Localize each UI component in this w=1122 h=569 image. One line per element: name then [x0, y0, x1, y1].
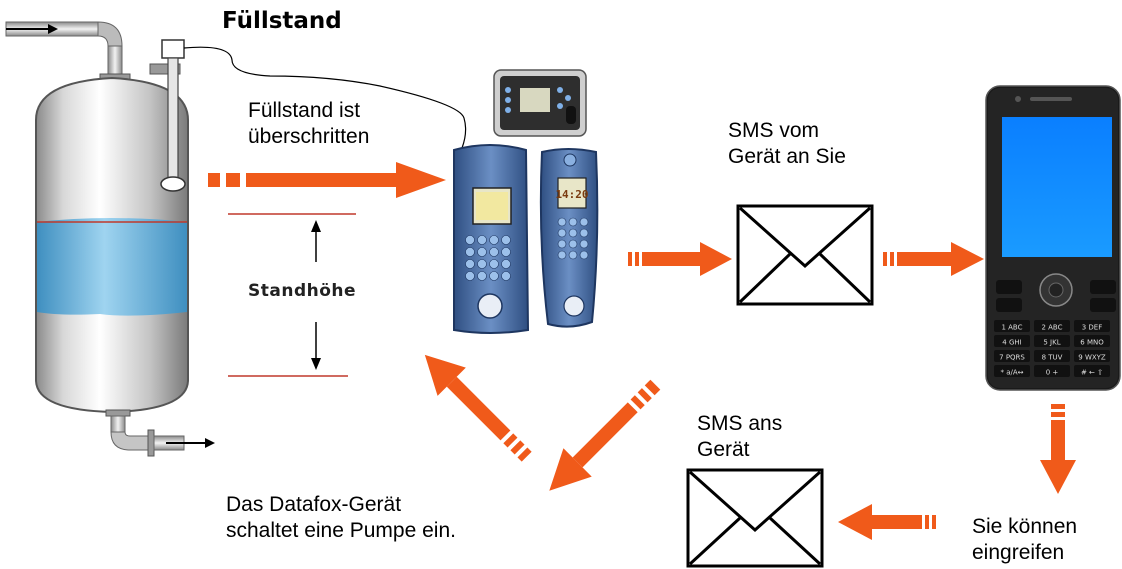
phone-key-label: 2 ABC: [1041, 324, 1062, 332]
device-key: [489, 271, 499, 281]
device-key: [477, 235, 487, 245]
envelope-incoming-icon: [686, 468, 824, 568]
phone-key: [994, 320, 1030, 332]
device-key: [477, 247, 487, 257]
phone-key: [994, 365, 1030, 377]
device-key: [501, 247, 511, 257]
device-key: [579, 239, 589, 249]
device-keypad: [465, 217, 589, 281]
device-key: [501, 259, 511, 269]
device-key: [557, 250, 567, 260]
device-key: [465, 271, 475, 281]
water-level: [37, 218, 187, 316]
arrow-envelope-to-device: [549, 379, 661, 491]
probe-cable: [183, 46, 467, 149]
device-key: [465, 247, 475, 257]
phone-key: [1074, 350, 1110, 362]
device-key: [477, 259, 487, 269]
device-clock: 14:20: [555, 188, 588, 201]
device-key: [465, 259, 475, 269]
datafox-device-side: 14:20: [539, 148, 599, 328]
device-key: [489, 247, 499, 257]
tank: [5, 21, 215, 457]
phone-key: [994, 350, 1030, 362]
phone-keypad: 1 ABC 2 ABC 3 DEF 4 GHI 5 JKL 6 MNO 7 PQRS 8 TU…: [994, 320, 1110, 377]
level-height-marker: [228, 213, 356, 377]
device-key: [477, 271, 487, 281]
arrow-device-to-envelope: [628, 242, 732, 276]
envelope-outgoing-icon: [736, 204, 874, 306]
device-key: [568, 217, 578, 227]
phone-key-label: 1 ABC: [1001, 324, 1022, 332]
phone-key-label: # ← ⇧: [1081, 369, 1103, 377]
device-key: [501, 271, 511, 281]
device-key: [568, 228, 578, 238]
pump-activation-label: Das Datafox-Gerät schaltet eine Pumpe ei…: [226, 493, 456, 542]
sms-to-device-label: SMS ans Gerät: [697, 412, 783, 461]
device-key: [489, 235, 499, 245]
device-key: [557, 217, 567, 227]
phone-key-label: 6 MNO: [1080, 339, 1104, 347]
level-height-label: Standhöhe: [248, 281, 357, 301]
mobile-phone: [985, 85, 1121, 391]
device-key: [557, 239, 567, 249]
phone-key: [1074, 335, 1110, 347]
phone-key: [1034, 320, 1070, 332]
datafox-terminal-small: [493, 69, 587, 137]
device-key: [568, 239, 578, 249]
arrow-tank-to-device: [208, 162, 446, 198]
device-key: [557, 228, 567, 238]
device-key: [579, 250, 589, 260]
arrow-envelope-to-phone: [883, 242, 984, 276]
phone-key-label: 9 WXYZ: [1078, 354, 1106, 362]
phone-key-label: 5 JKL: [1043, 339, 1060, 347]
you-can-intervene-label: Sie können eingreifen: [972, 515, 1078, 564]
arrow-device-to-pump: [424, 354, 532, 462]
device-key: [501, 235, 511, 245]
threshold-exceeded-label: Füllstand ist überschritten: [248, 99, 370, 148]
phone-key: [994, 335, 1030, 347]
phone-screen: [1002, 117, 1112, 257]
device-key: [489, 259, 499, 269]
sms-to-you-label: SMS vom Gerät an Sie: [728, 119, 846, 168]
phone-key-label: 7 PQRS: [999, 354, 1025, 362]
arrow-to-envelope-incoming: [838, 504, 936, 540]
arrow-phone-down: [1040, 404, 1076, 494]
phone-key: [1074, 320, 1110, 332]
phone-key-label: * a/A↔: [1000, 369, 1023, 377]
phone-key-label: 4 GHI: [1002, 339, 1021, 347]
device-key: [568, 250, 578, 260]
diagram-title: Füllstand: [222, 8, 342, 34]
phone-key-label: 3 DEF: [1082, 324, 1103, 332]
device-key: [465, 235, 475, 245]
phone-key: [1034, 335, 1070, 347]
phone-key: [1034, 350, 1070, 362]
device-key: [579, 217, 589, 227]
phone-key-label: 0 +: [1046, 369, 1059, 377]
device-key: [579, 228, 589, 238]
phone-key-label: 8 TUV: [1042, 354, 1063, 362]
phone-key: [1074, 365, 1110, 377]
phone-key: [1034, 365, 1070, 377]
